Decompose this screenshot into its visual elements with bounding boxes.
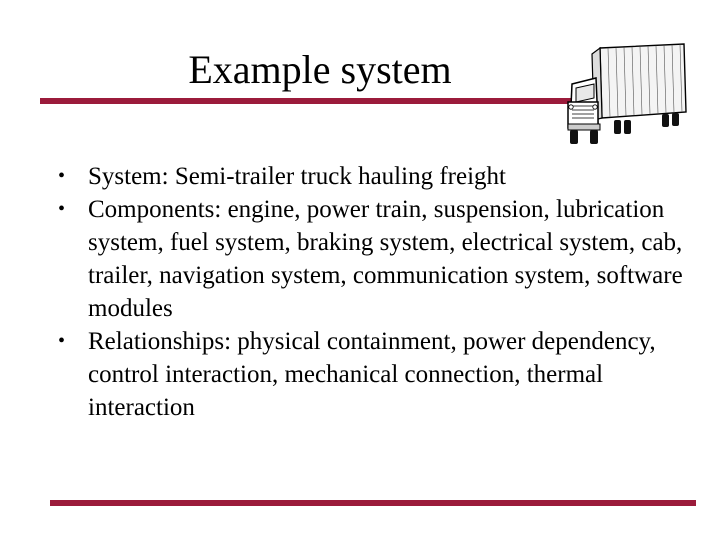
bullet-list: • System: Semi-trailer truck hauling fre…	[58, 160, 688, 424]
title-underline	[40, 98, 600, 104]
bullet-text: Components: engine, power train, suspens…	[88, 196, 683, 322]
bullet-dot-icon: •	[58, 330, 66, 352]
bullet-item-relationships: • Relationships: physical containment, p…	[58, 325, 688, 424]
bullet-text: Relationships: physical containment, pow…	[88, 328, 656, 421]
footer-rule	[50, 500, 696, 506]
bullet-dot-icon: •	[58, 165, 66, 187]
semi-trailer-truck-icon	[567, 43, 687, 144]
bullet-item-system: • System: Semi-trailer truck hauling fre…	[58, 160, 688, 193]
bullet-text: System: Semi-trailer truck hauling freig…	[88, 163, 506, 190]
bullet-dot-icon: •	[58, 198, 66, 220]
bullet-item-components: • Components: engine, power train, suspe…	[58, 193, 688, 325]
slide-title: Example system	[188, 47, 452, 92]
